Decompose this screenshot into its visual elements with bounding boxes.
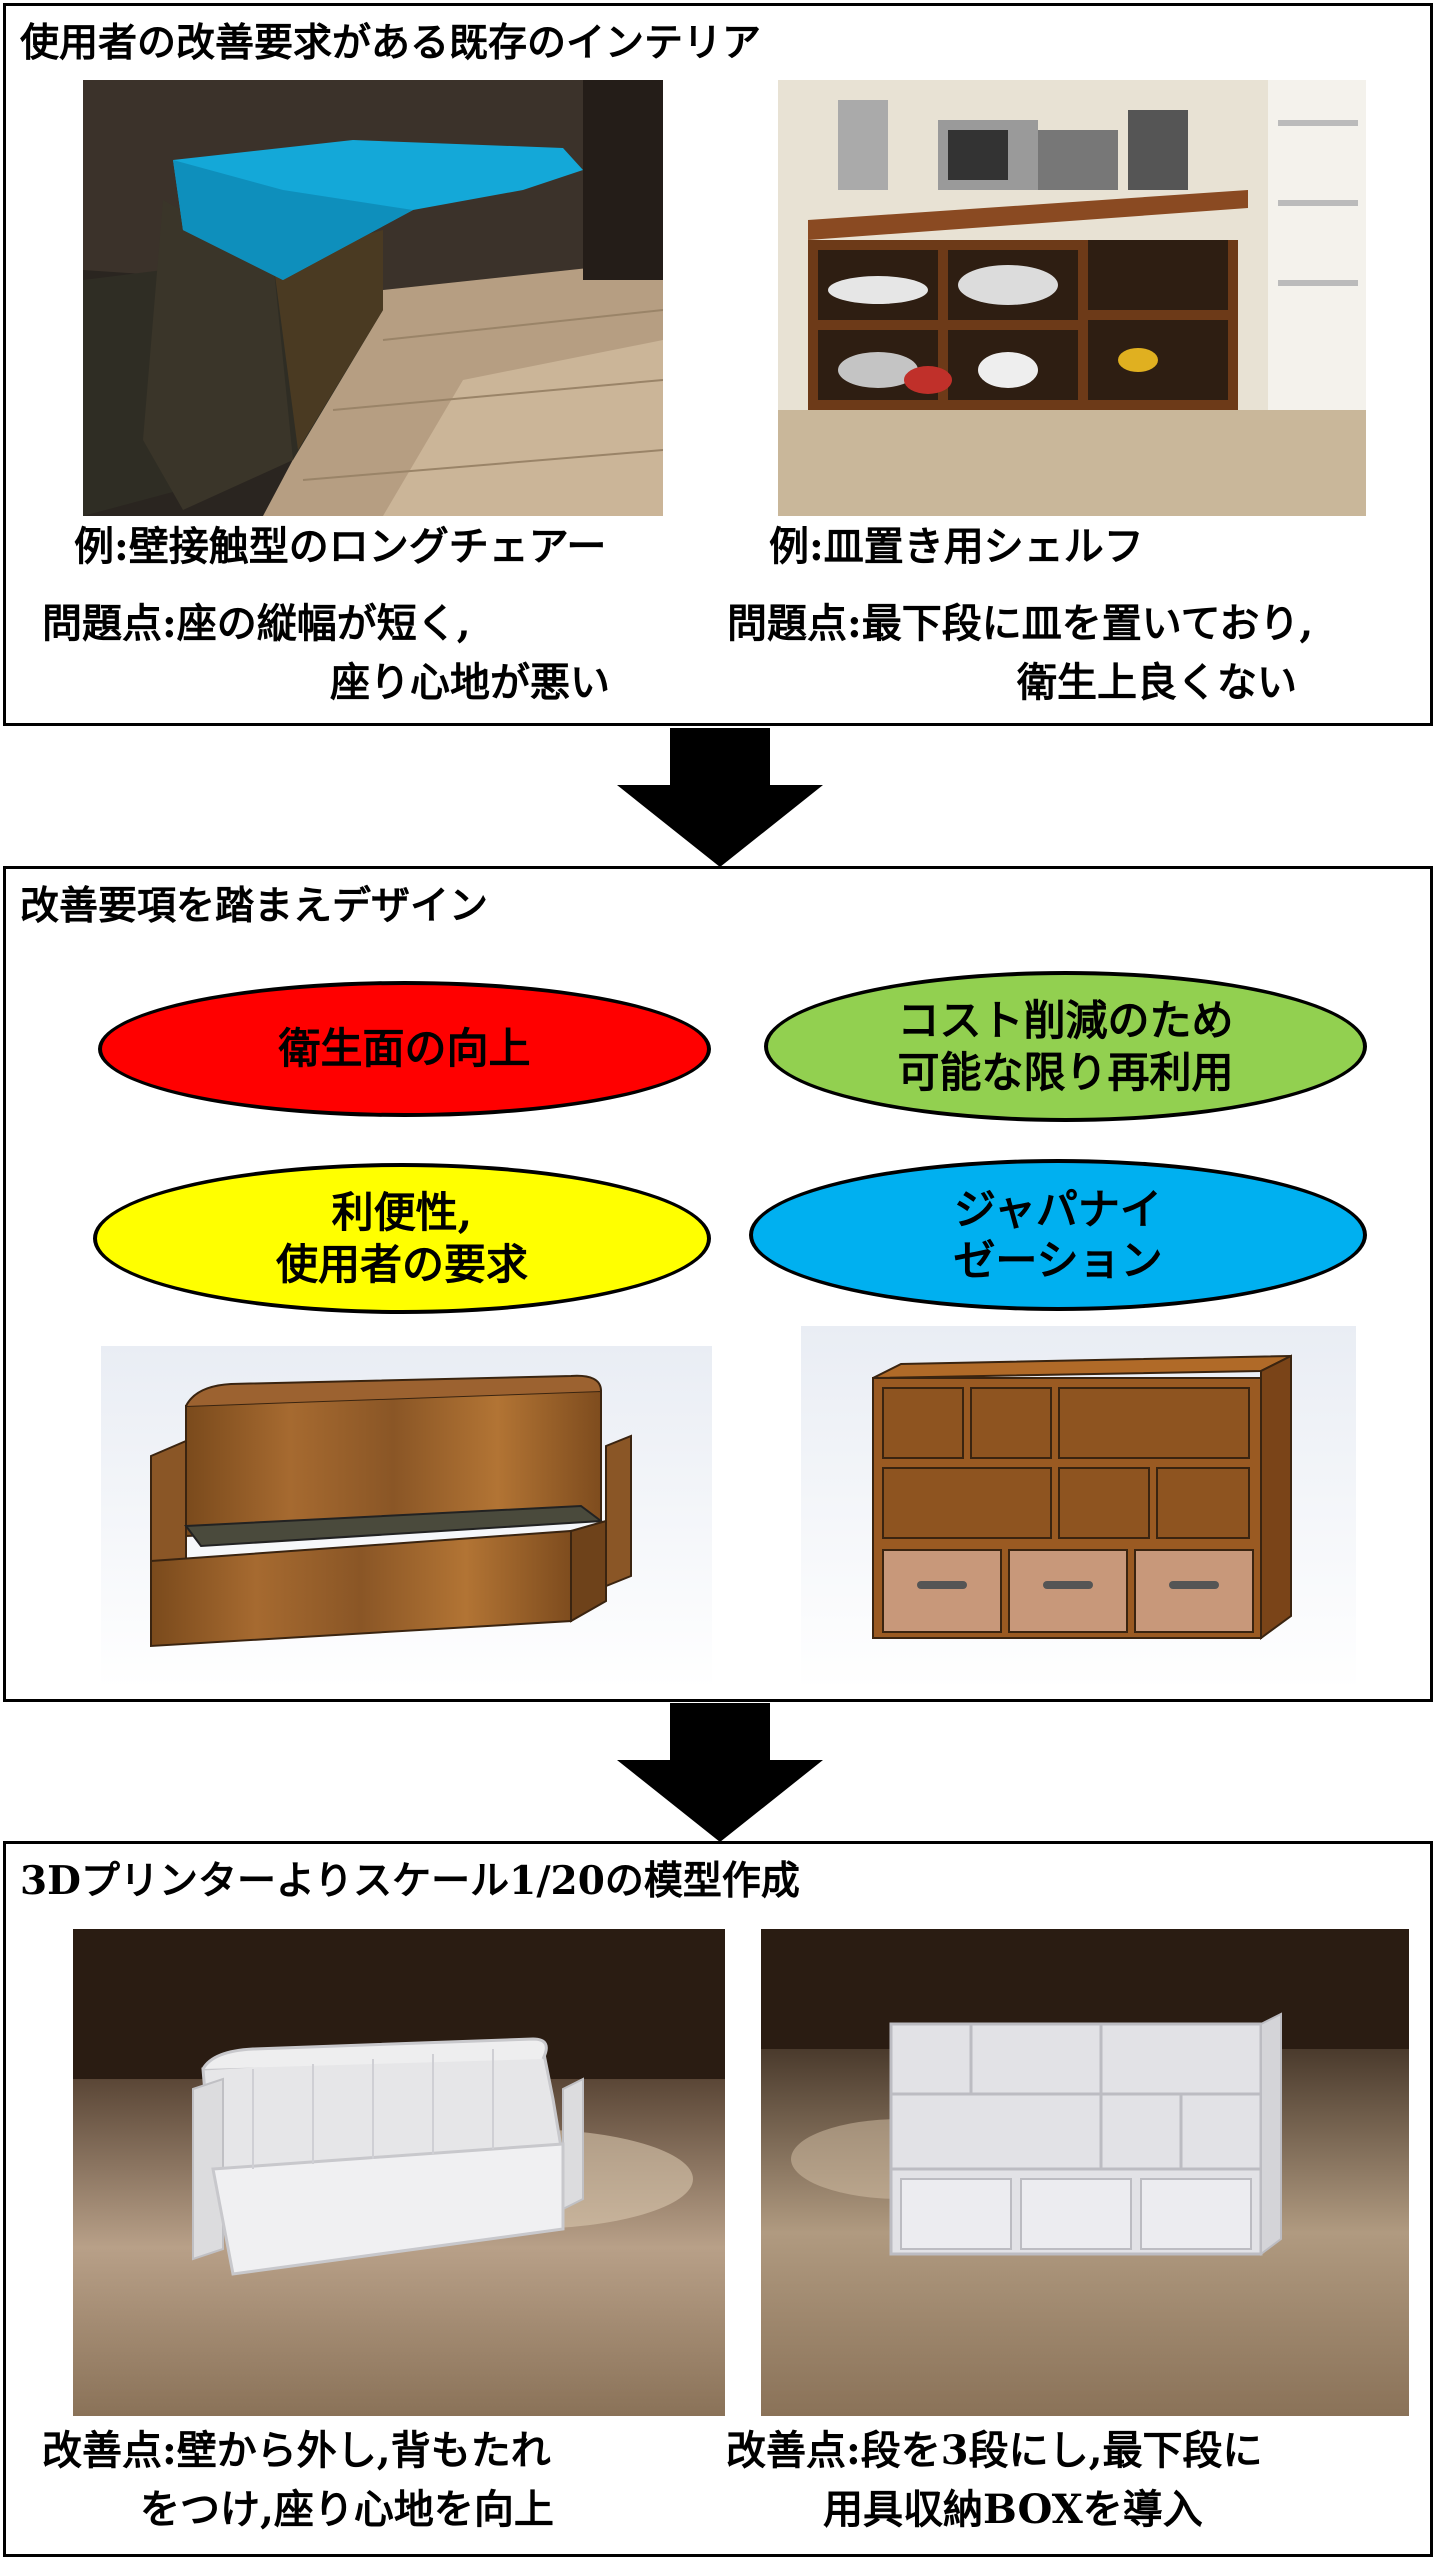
panel-design: 改善要項を踏まえデザイン 衛生面の向上 コスト削減のため 可能な限り再利用 利便… xyxy=(3,866,1433,1702)
panel-title-3d-model: 3Dプリンターよりスケール1/20の模型作成 xyxy=(20,1858,800,1904)
down-arrow-icon xyxy=(617,1703,823,1842)
panel-existing-interior: 使用者の改善要求がある既存のインテリア xyxy=(3,3,1433,726)
ellipse-convenience: 利便性, 使用者の要求 xyxy=(93,1163,711,1314)
caption-bench-improvement-2: をつけ,座り心地を向上 xyxy=(140,2486,554,2533)
down-arrow-icon xyxy=(617,728,823,867)
panel-3d-model: 3Dプリンターよりスケール1/20の模型作成 xyxy=(3,1841,1433,2557)
panel-title-design: 改善要項を踏まえデザイン xyxy=(20,883,489,929)
caption-long-chair-problem-2: 座り心地が悪い xyxy=(330,659,610,706)
ellipse-japanization: ジャパナイ ゼーション xyxy=(749,1159,1367,1311)
caption-bench-improvement-1: 改善点:壁から外し,背もたれ xyxy=(42,2427,551,2474)
ellipse-cost-reduction: コスト削減のため 可能な限り再利用 xyxy=(764,971,1367,1122)
caption-shelf-improvement-1: 改善点:段を3段にし,最下段に xyxy=(726,2427,1263,2474)
photo-printed-bench xyxy=(73,1929,725,2416)
caption-dish-shelf-problem-2: 衛生上良くない xyxy=(1017,659,1297,706)
caption-dish-shelf-example: 例:皿置き用シェルフ xyxy=(769,523,1144,570)
ellipse-hygiene: 衛生面の向上 xyxy=(98,981,711,1117)
photo-printed-shelf xyxy=(761,1929,1409,2416)
caption-shelf-improvement-2: 用具収納BOXを導入 xyxy=(823,2486,1203,2533)
photo-dish-shelf xyxy=(778,80,1366,516)
photo-long-chair xyxy=(83,80,663,516)
caption-long-chair-problem-1: 問題点:座の縦幅が短く, xyxy=(42,600,471,647)
render-bench-design xyxy=(101,1346,712,1689)
caption-dish-shelf-problem-1: 問題点:最下段に皿を置いており, xyxy=(727,600,1314,647)
caption-long-chair-example: 例:壁接触型のロングチェアー xyxy=(74,523,607,570)
render-shelf-design xyxy=(801,1326,1356,1690)
panel-title-existing: 使用者の改善要求がある既存のインテリア xyxy=(20,20,762,66)
